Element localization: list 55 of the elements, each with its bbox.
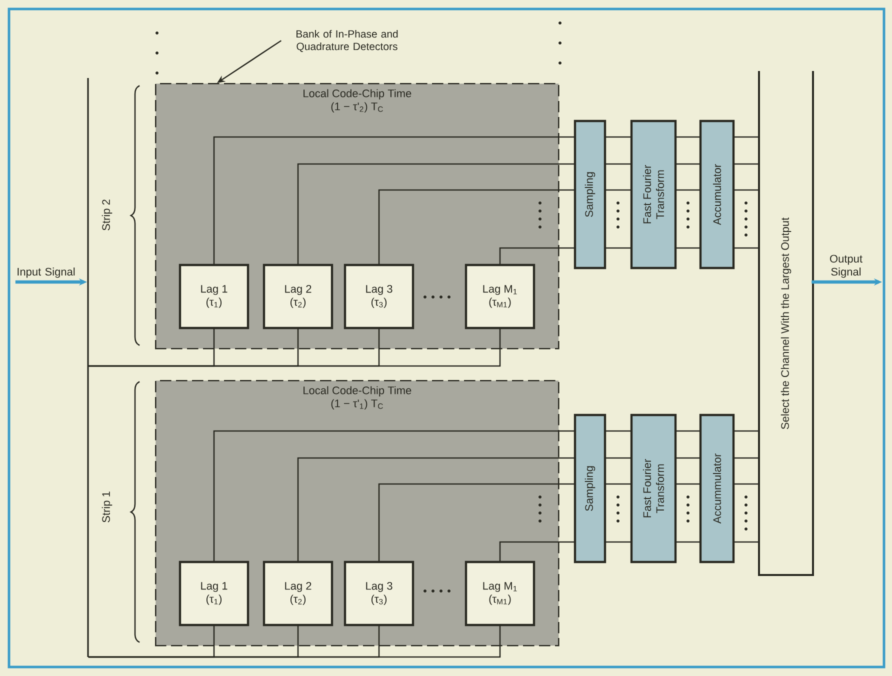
connector-line <box>734 430 760 432</box>
connector-line <box>213 136 575 265</box>
connector-line <box>734 163 760 165</box>
process-box: Accumulator <box>699 120 735 270</box>
lag-box: Lag 1 (τ$_{1}$) <box>178 560 250 626</box>
process-box: Fast Fourier Transform <box>630 120 677 270</box>
connector-line <box>734 483 760 485</box>
connector-line <box>605 163 632 165</box>
connector-line <box>605 430 632 432</box>
process-box: Accummulator <box>699 414 735 564</box>
connector-line <box>605 136 632 138</box>
connector-line <box>676 483 700 485</box>
connector-line <box>213 430 575 562</box>
lag-box: Lag 1 (τ$_{1}$) <box>178 264 250 330</box>
connector-line <box>378 189 575 265</box>
process-box: Fast Fourier Transform <box>630 414 677 564</box>
connector-line <box>499 541 575 562</box>
connector-line <box>734 136 760 138</box>
connector-line <box>676 189 700 191</box>
selector-box: Select the Channel With the Largest Output <box>758 71 814 576</box>
connector-line <box>88 625 501 658</box>
connector-line <box>676 430 700 432</box>
edge-label: Output Signal <box>830 254 862 278</box>
lag-box: Lag 3 (τ$_{3}$) <box>344 560 414 626</box>
edge-label: Input Signal <box>18 268 75 278</box>
connector-line <box>676 457 700 459</box>
connector-line <box>676 136 700 138</box>
lag-box: Lag M$_{1}$ (τ$_{M1}$) <box>464 264 536 330</box>
connector-line <box>734 457 760 459</box>
connector-line <box>88 328 501 367</box>
bus-line <box>87 78 89 657</box>
connector-line <box>297 457 575 562</box>
connector-line <box>734 189 760 191</box>
lag-box: Lag M$_{1}$ (τ$_{M1}$) <box>464 560 536 626</box>
connector-line <box>297 163 575 265</box>
callout-text: Bank of In-Phase and Quadrature Detectors <box>296 30 398 52</box>
connector-line <box>676 247 700 249</box>
connector-line <box>676 163 700 165</box>
connector-line <box>499 247 575 265</box>
lag-box: Lag 2 (τ$_{2}$) <box>262 264 334 330</box>
connector-line <box>378 483 575 562</box>
lag-box: Lag 3 (τ$_{3}$) <box>344 264 414 330</box>
connector-line <box>605 541 632 543</box>
process-box: Sampling <box>574 120 606 270</box>
connector-line <box>734 541 760 543</box>
connector-line <box>605 247 632 249</box>
strip-label: Strip 1 <box>102 492 112 522</box>
process-box: Sampling <box>574 414 606 564</box>
connector-line <box>734 247 760 249</box>
lag-box: Lag 2 (τ$_{2}$) <box>262 560 334 626</box>
connector-line <box>676 541 700 543</box>
connector-line <box>605 457 632 459</box>
strip-label: Strip 2 <box>102 200 112 230</box>
connector-line <box>605 189 632 191</box>
connector-line <box>605 483 632 485</box>
